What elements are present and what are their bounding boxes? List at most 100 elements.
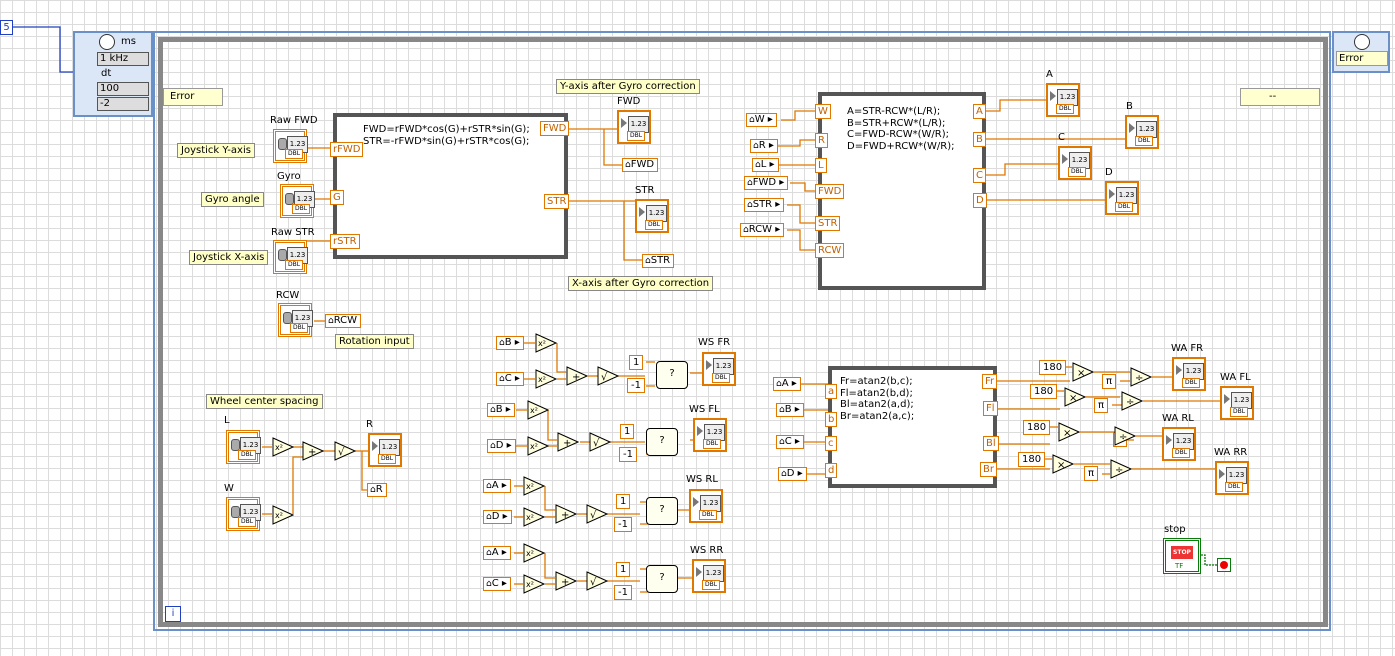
f3-local-d[interactable]: ⌂D ▸	[778, 467, 807, 481]
ws-rl-add[interactable]: +	[555, 504, 578, 527]
f2-out-c[interactable]: C	[973, 168, 986, 183]
f3-in-c[interactable]: c	[825, 436, 837, 451]
ws-fl-sqrt[interactable]: √	[589, 432, 612, 455]
ws-rr-sqrt[interactable]: √	[586, 571, 609, 594]
f3-in-b[interactable]: b	[825, 412, 838, 427]
priority-field[interactable]: -2	[97, 97, 149, 111]
ws-rl-select[interactable]: ?	[646, 497, 678, 525]
ws-rr-select[interactable]: ?	[646, 565, 678, 593]
error-out-field[interactable]: Error	[1336, 51, 1388, 66]
ws-fl-select[interactable]: ?	[646, 428, 678, 456]
ws-fr-square-1[interactable]: x²	[535, 333, 558, 356]
loop-condition-icon[interactable]	[1217, 558, 1231, 572]
f3-local-c[interactable]: ⌂C ▸	[776, 435, 804, 449]
f3-local-b[interactable]: ⌂B ▸	[776, 403, 804, 417]
f2-in-fwd[interactable]: FWD	[815, 184, 845, 199]
ws-fl-local-b[interactable]: ⌂B ▸	[487, 403, 515, 417]
wa-rl-mul[interactable]: ×	[1058, 422, 1081, 445]
ws-rl-local-a[interactable]: ⌂A ▸	[483, 479, 511, 493]
ws-rr-const-1[interactable]: 1	[616, 562, 631, 577]
f3-local-a[interactable]: ⌂A ▸	[773, 377, 801, 391]
ws-rr-square-2[interactable]: x²	[523, 574, 546, 597]
local-l-read[interactable]: ⌂L ▸	[752, 158, 779, 172]
wa-rl-const-180[interactable]: 180	[1023, 420, 1051, 435]
local-fwd-write[interactable]: ⌂FWD	[622, 158, 659, 172]
ws-fr-const-1[interactable]: 1	[629, 355, 644, 370]
f1-out-str[interactable]: STR	[544, 194, 570, 209]
f3-out-br[interactable]: Br	[980, 462, 997, 477]
f3-out-fl[interactable]: Fl	[983, 401, 998, 416]
f2-out-d[interactable]: D	[973, 193, 987, 208]
local-r-read[interactable]: ⌂R ▸	[750, 139, 778, 153]
square-w-node[interactable]: x²	[272, 505, 295, 528]
ws-fl-const-1[interactable]: 1	[620, 424, 635, 439]
local-str-read[interactable]: ⌂STR ▸	[744, 198, 785, 212]
ws-fr-square-2[interactable]: x²	[535, 369, 558, 392]
ws-fl-const-neg1[interactable]: -1	[619, 447, 637, 462]
formula-node-atan[interactable]: Fr=atan2(b,c); Fl=atan2(b,d); Bl=atan2(a…	[828, 366, 997, 488]
local-r-write[interactable]: ⌂R	[367, 483, 387, 497]
wa-fr-div[interactable]: ÷	[1130, 367, 1153, 390]
timed-loop-input-node[interactable]: ms 1 kHz dt 100 -2	[73, 31, 153, 117]
f1-out-fwd[interactable]: FWD	[540, 121, 570, 136]
ws-fl-add[interactable]: +	[557, 432, 580, 455]
wa-fr-mul[interactable]: ×	[1072, 362, 1095, 385]
wa-rr-const-180[interactable]: 180	[1018, 452, 1046, 467]
wa-rr-div[interactable]: ÷	[1110, 459, 1133, 482]
local-w-read[interactable]: ⌂W ▸	[746, 113, 777, 127]
f1-in-rstr[interactable]: rSTR	[330, 234, 360, 249]
ws-rr-local-c[interactable]: ⌂C ▸	[483, 577, 511, 591]
ws-rr-const-neg1[interactable]: -1	[614, 585, 632, 600]
ws-fl-square-2[interactable]: x²	[527, 436, 550, 459]
f2-out-b[interactable]: B	[973, 132, 986, 147]
ws-fr-sqrt[interactable]: √	[597, 366, 620, 389]
f1-in-g[interactable]: G	[330, 190, 344, 205]
local-rcw-read[interactable]: ⌂RCW ▸	[740, 223, 785, 237]
ws-fl-local-d[interactable]: ⌂D ▸	[487, 439, 516, 453]
wa-fl-const-180[interactable]: 180	[1030, 384, 1058, 399]
ws-rr-add[interactable]: +	[555, 571, 578, 594]
wa-fl-mul[interactable]: ×	[1064, 387, 1087, 410]
ws-fr-local-b[interactable]: ⌂B ▸	[496, 336, 524, 350]
ws-rl-local-d[interactable]: ⌂D ▸	[483, 510, 512, 524]
square-l-node[interactable]: x²	[272, 437, 295, 460]
ws-rl-const-neg1[interactable]: -1	[614, 517, 632, 532]
sqrt-lw-node[interactable]: √	[334, 441, 357, 464]
f2-in-rcw[interactable]: RCW	[815, 243, 845, 258]
empty-cluster[interactable]: --	[1240, 88, 1320, 106]
ws-fr-select[interactable]: ?	[656, 361, 688, 389]
f2-out-a[interactable]: A	[973, 104, 986, 119]
ws-fl-square-1[interactable]: x²	[527, 400, 550, 423]
local-fwd-read[interactable]: ⌂FWD ▸	[744, 176, 789, 190]
local-rcw-write[interactable]: ⌂RCW	[325, 314, 362, 328]
add-lw-node[interactable]: +	[302, 441, 325, 464]
ws-rl-sqrt[interactable]: √	[586, 504, 609, 527]
ws-fr-local-c[interactable]: ⌂C ▸	[496, 372, 524, 386]
f2-in-r[interactable]: R	[815, 133, 828, 148]
f3-out-bl[interactable]: Bl	[983, 436, 999, 451]
f2-in-w[interactable]: W	[815, 104, 831, 119]
freq-field[interactable]: 1 kHz	[97, 52, 149, 66]
ws-fr-const-neg1[interactable]: -1	[627, 378, 645, 393]
ws-rr-square-1[interactable]: x²	[523, 543, 546, 566]
wa-fl-const-pi[interactable]: π	[1094, 398, 1109, 413]
local-str-write[interactable]: ⌂STR	[642, 254, 675, 268]
stop-button[interactable]: STOP TF	[1163, 538, 1201, 574]
wa-fl-div[interactable]: ÷	[1121, 391, 1144, 414]
wa-fr-const-180[interactable]: 180	[1039, 360, 1067, 375]
ws-rl-square-2[interactable]: x²	[523, 507, 546, 530]
f2-in-str[interactable]: STR	[815, 216, 841, 231]
f2-in-l[interactable]: L	[815, 158, 827, 173]
ws-rl-const-1[interactable]: 1	[616, 494, 631, 509]
ws-rl-square-1[interactable]: x²	[523, 476, 546, 499]
ws-fr-add[interactable]: +	[566, 366, 589, 389]
formula-node-gyro[interactable]: FWD=rFWD*cos(G)+rSTR*sin(G); STR=-rFWD*s…	[333, 113, 568, 259]
wa-rl-div[interactable]: ÷	[1114, 426, 1137, 449]
wa-rr-mul[interactable]: ×	[1052, 454, 1075, 477]
error-in-cluster[interactable]: Error	[163, 88, 223, 106]
